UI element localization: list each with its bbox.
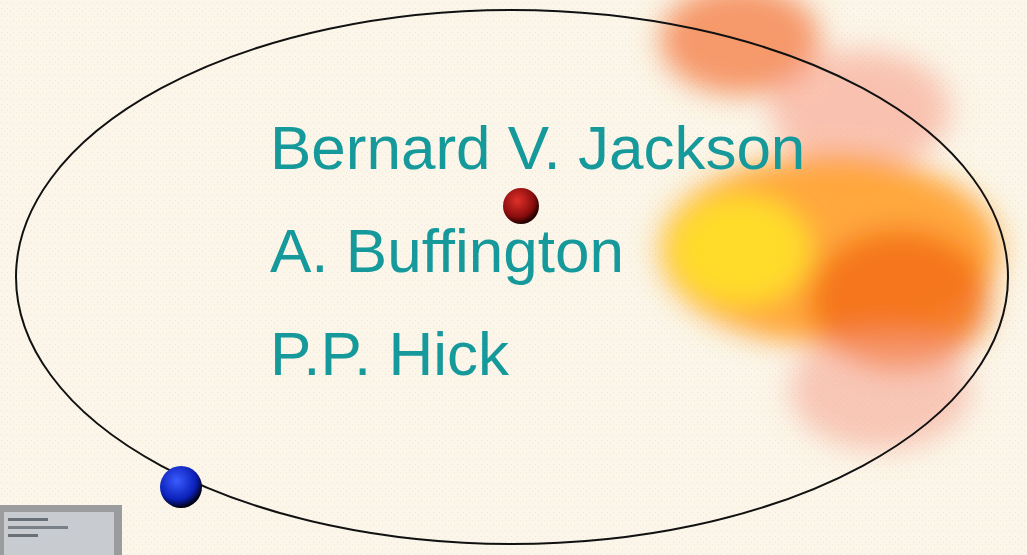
author-name: Bernard V. Jackson [270,112,805,183]
author-name: P.P. Hick [270,318,509,389]
cme-cloud [660,0,1000,450]
earth-dot [160,466,202,508]
orbit-ellipse [16,10,1008,544]
thumbnail-image [0,505,122,555]
author-name: A. Buffington [270,215,624,286]
